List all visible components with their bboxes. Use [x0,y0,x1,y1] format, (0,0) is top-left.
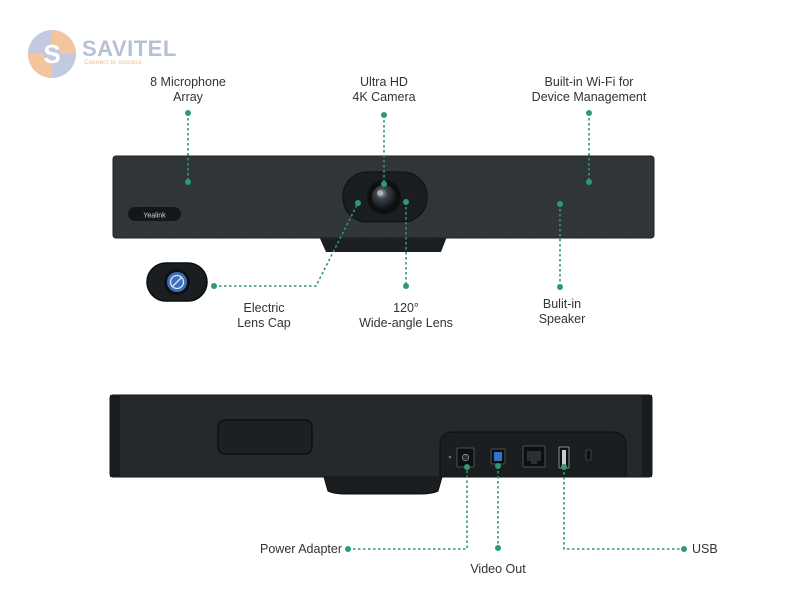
usb-b-port-icon [490,448,506,465]
rear-vent-plate [217,419,313,455]
power-port-icon [456,447,475,468]
savitel-logo-subtext: Connect to success [84,60,142,66]
callout-dots [185,110,687,552]
callout-lines [187,113,684,550]
callout-line-usb [563,467,684,550]
label-power-adapter: Power Adapter [260,542,342,556]
callout-line-lens-cap [214,202,359,287]
label-video-out: Video Out [470,562,526,576]
label-wifi: Built-in Wi-Fi for Device Management [531,75,647,104]
rear-device [109,394,653,495]
yealink-badge [128,207,181,221]
label-lens-cap: Electric Lens Cap [237,301,291,330]
security-slot [585,449,592,461]
savitel-logo-text: SAVITEL [82,36,177,61]
lens-cap-icon [146,262,208,302]
yealink-badge-text: Yealink [143,213,166,220]
label-mic-array: 8 Microphone Array [150,75,226,104]
label-wide-lens: 120° Wide-angle Lens [359,301,453,330]
label-usb: USB [692,542,718,556]
ethernet-port-icon [522,445,546,468]
camera-lens-icon [367,180,401,214]
label-speaker: Bulit-in Speaker [538,297,586,326]
label-camera: Ultra HD 4K Camera [352,75,416,104]
